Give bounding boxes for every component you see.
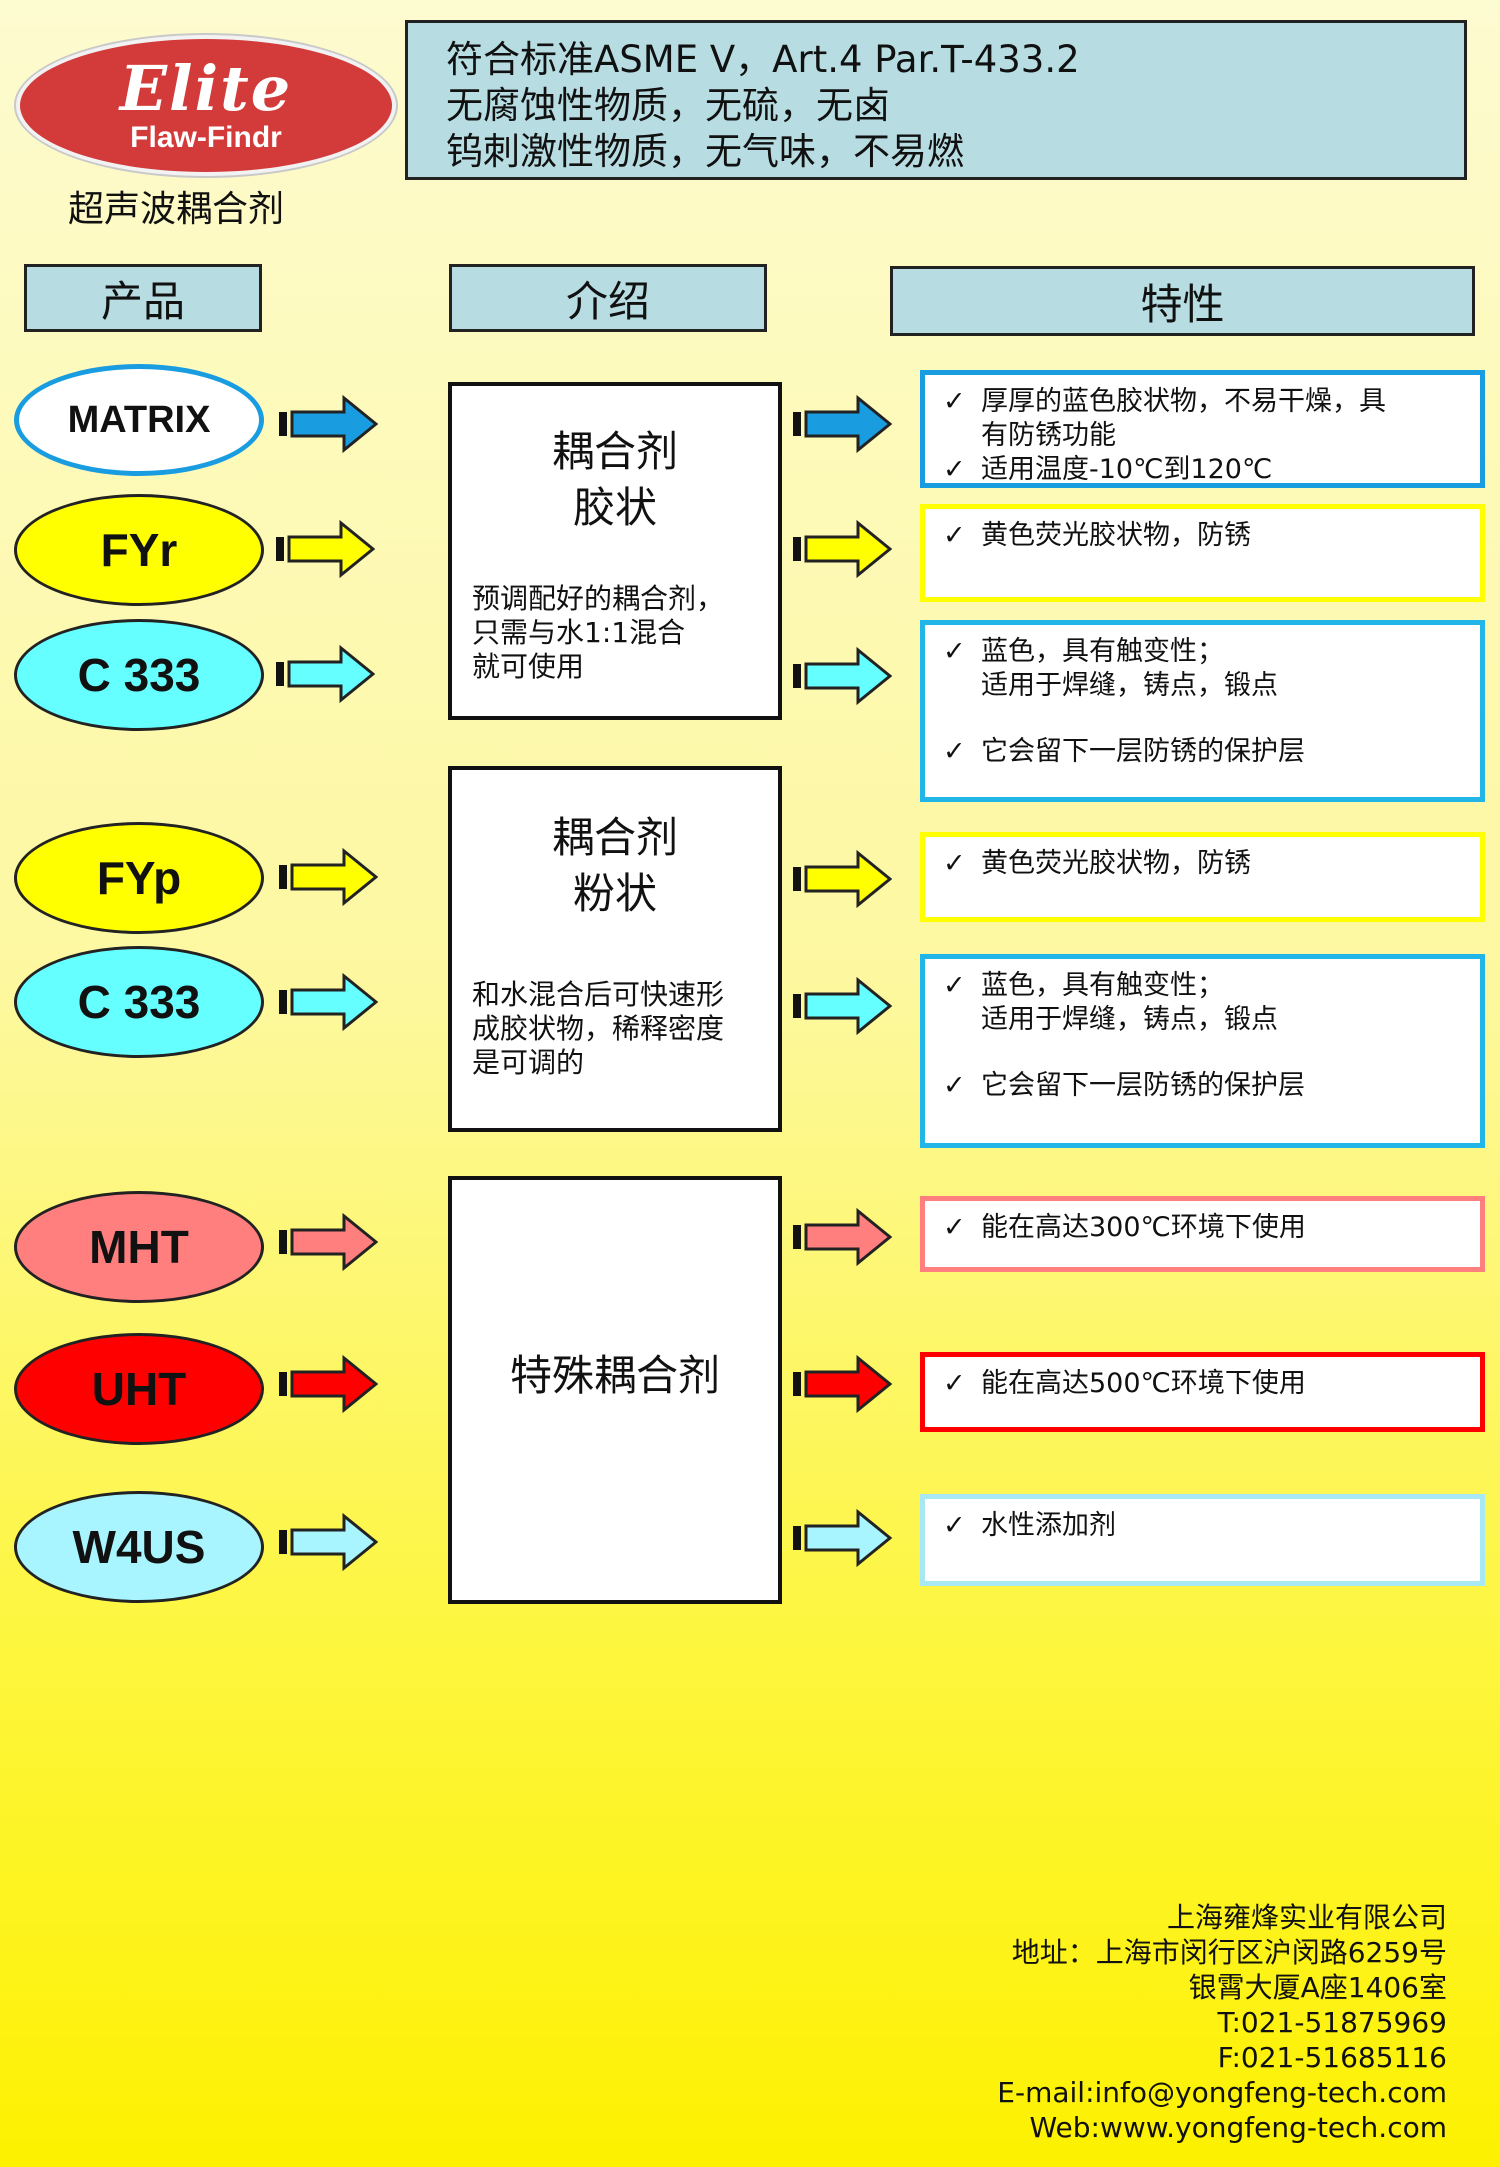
property-box-w4us: ✓水性添加剂	[920, 1494, 1485, 1586]
check-icon: ✓	[943, 970, 966, 1001]
arrow-right-icon	[793, 394, 892, 454]
company-email: E-mail:info@yongfeng-tech.com	[997, 2076, 1447, 2109]
check-icon: ✓	[943, 1510, 966, 1541]
arrow-right-icon	[276, 644, 375, 704]
property-box-fyp: ✓黄色荧光胶状物，防锈	[920, 832, 1485, 922]
elite-logo: Elite Flaw-Findr	[16, 35, 396, 176]
check-icon: ✓	[943, 736, 966, 767]
property-box-c333-gel: ✓蓝色，具有触变性； 适用于焊缝，铸点，锻点 ✓它会留下一层防锈的保护层	[920, 620, 1485, 802]
property-item: ✓它会留下一层防锈的保护层	[943, 736, 1305, 767]
check-icon: ✓	[943, 1212, 966, 1243]
intro-title: 耦合剂 粉状	[551, 813, 678, 918]
check-icon: ✓	[943, 848, 966, 879]
arrow-right-icon	[793, 646, 892, 706]
arrow-right-icon	[279, 1212, 378, 1272]
property-item: ✓黄色荧光胶状物，防锈	[943, 848, 1251, 879]
property-item: ✓能在高达300℃环境下使用	[943, 1212, 1306, 1243]
arrow-right-icon	[793, 849, 892, 909]
header-intro: 介绍	[449, 264, 767, 332]
property-item: ✓它会留下一层防锈的保护层	[943, 1070, 1305, 1101]
product-mht: MHT	[14, 1191, 264, 1303]
property-box-mht: ✓能在高达300℃环境下使用	[920, 1196, 1485, 1272]
property-box-uht: ✓能在高达500℃环境下使用	[920, 1352, 1485, 1432]
property-item: ✓蓝色，具有触变性； 适用于焊缝，铸点，锻点	[943, 636, 1278, 701]
intro-box-gel: 耦合剂 胶状 预调配好的耦合剂， 只需与水1:1混合 就可使用	[448, 382, 782, 720]
check-icon: ✓	[943, 1070, 966, 1101]
product-fyr: FYr	[14, 494, 264, 606]
company-phone: T:021-51875969	[1217, 2006, 1447, 2039]
intro-box-powder: 耦合剂 粉状 和水混合后可快速形 成胶状物，稀释密度 是可调的	[448, 766, 782, 1132]
property-box-c333-powder: ✓蓝色，具有触变性； 适用于焊缝，铸点，锻点 ✓它会留下一层防锈的保护层	[920, 954, 1485, 1148]
header-product: 产品	[24, 264, 262, 332]
check-icon: ✓	[943, 636, 966, 667]
property-item: ✓厚厚的蓝色胶状物，不易干燥，具 有防锈功能	[943, 386, 1386, 451]
arrow-right-icon	[279, 1512, 378, 1572]
standard-line: 钨刺激性物质，无气味，不易燃	[446, 130, 964, 173]
arrow-right-icon	[279, 1354, 378, 1414]
product-matrix: MATRIX	[14, 364, 264, 476]
arrow-right-icon	[279, 972, 378, 1032]
check-icon: ✓	[943, 1368, 966, 1399]
arrow-right-icon	[793, 1508, 892, 1568]
check-icon: ✓	[943, 386, 966, 417]
company-web: Web:www.yongfeng-tech.com	[1029, 2111, 1447, 2144]
check-icon: ✓	[943, 454, 966, 485]
product-uht: UHT	[14, 1333, 264, 1445]
standard-line: 符合标准ASME V，Art.4 Par.T-433.2	[446, 38, 1080, 81]
check-icon: ✓	[943, 520, 966, 551]
arrow-right-icon	[793, 976, 892, 1036]
intro-box-special: 特殊耦合剂	[448, 1176, 782, 1604]
company-footer: 上海雍烽实业有限公司 地址：上海市闵行区沪闵路6259号 银霄大厦A座1406室…	[997, 1900, 1447, 2145]
logo-sub: Flaw-Findr	[130, 120, 282, 154]
arrow-right-icon	[279, 394, 378, 454]
company-address-room: 银霄大厦A座1406室	[1188, 1971, 1447, 2004]
intro-title: 耦合剂 胶状	[551, 427, 678, 532]
product-c333-powder: C 333	[14, 946, 264, 1058]
arrow-right-icon	[793, 519, 892, 579]
property-item: ✓黄色荧光胶状物，防锈	[943, 520, 1251, 551]
property-item: ✓蓝色，具有触变性； 适用于焊缝，铸点，锻点	[943, 970, 1278, 1035]
company-address: 地址：上海市闵行区沪闵路6259号	[1011, 1936, 1447, 1969]
standard-line: 无腐蚀性物质，无硫，无卤	[446, 84, 890, 127]
page-subtitle: 超声波耦合剂	[68, 189, 285, 230]
company-name: 上海雍烽实业有限公司	[1166, 1901, 1447, 1934]
arrow-right-icon	[279, 847, 378, 907]
logo-brand: Elite	[119, 51, 293, 125]
property-box-fyr: ✓黄色荧光胶状物，防锈	[920, 504, 1485, 602]
arrow-right-icon	[276, 519, 375, 579]
product-c333-gel: C 333	[14, 619, 264, 731]
header-property: 特性	[890, 266, 1475, 336]
property-box-matrix: ✓厚厚的蓝色胶状物，不易干燥，具 有防锈功能 ✓适用温度-10℃到120℃	[920, 370, 1485, 488]
product-fyp: FYp	[14, 822, 264, 934]
standards-box: 符合标准ASME V，Art.4 Par.T-433.2 无腐蚀性物质，无硫，无…	[405, 20, 1467, 180]
property-item: ✓能在高达500℃环境下使用	[943, 1368, 1306, 1399]
intro-desc: 和水混合后可快速形 成胶状物，稀释密度 是可调的	[472, 978, 725, 1079]
arrow-right-icon	[793, 1207, 892, 1267]
property-item: ✓水性添加剂	[943, 1510, 1116, 1541]
arrow-right-icon	[793, 1354, 892, 1414]
product-w4us: W4US	[14, 1491, 264, 1603]
company-fax: F:021-51685116	[1217, 2041, 1447, 2074]
intro-desc: 预调配好的耦合剂， 只需与水1:1混合 就可使用	[472, 582, 725, 683]
property-item: ✓适用温度-10℃到120℃	[943, 454, 1273, 485]
intro-title: 特殊耦合剂	[509, 1351, 720, 1400]
